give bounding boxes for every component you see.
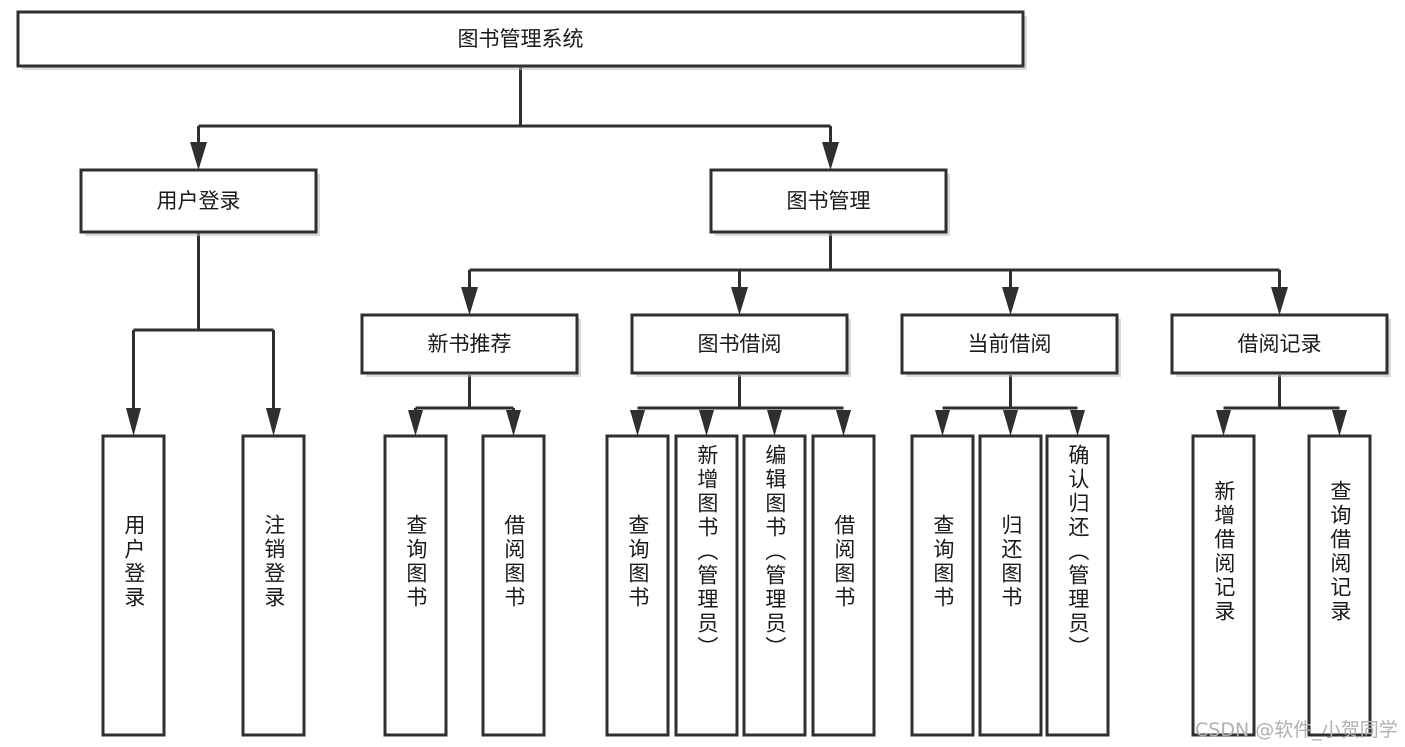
book-management-box [709,168,948,234]
arrow-bookborrow-leaf4 [836,410,851,436]
node-leaf-borrow-record-1[interactable] [1191,434,1256,737]
leaf-box [383,434,448,737]
root-label: 图书管理系统 [458,27,584,51]
arrow-root-to-user [190,142,207,170]
book-management-label: 图书管理 [787,189,871,213]
new-book-label: 新书推荐 [428,332,512,356]
node-user-login[interactable]: 用户登录 [79,168,320,236]
root-box [16,10,1025,68]
node-leaf-current-borrow-1[interactable] [910,434,975,737]
arrow-lv3-borrowrecord [1271,287,1288,315]
node-leaf-book-borrow-3[interactable] [742,434,807,737]
leaf-box [910,434,975,737]
new-book-box [360,313,579,375]
node-leaf-borrow-record-2[interactable] [1307,434,1372,737]
arrow-lv3-bookborrow [731,287,748,315]
node-leaf-book-borrow-1[interactable] [605,434,670,737]
leaf-box [978,434,1043,737]
leaf-box [811,434,876,737]
node-current-borrow[interactable]: 当前借阅 [900,313,1121,377]
borrow-record-box [1170,313,1389,375]
arrow-currentborrow-leaf3 [1070,410,1085,436]
leaf-box [1191,434,1256,737]
node-borrow-record[interactable]: 借阅记录 [1170,313,1391,377]
leaf-box [674,434,739,737]
current-borrow-box [900,313,1119,375]
leaf-box [101,434,166,737]
leaf-box [742,434,807,737]
user-login-label: 用户登录 [157,189,241,213]
leaf-box [481,434,546,737]
node-book-management[interactable]: 图书管理 [709,168,950,236]
node-leaf-new-book-1[interactable] [383,434,448,737]
arrow-borrowrecord-leaf1 [1216,410,1231,436]
node-book-borrow[interactable]: 图书借阅 [630,313,851,377]
node-leaf-user-login-2[interactable] [241,434,306,737]
current-borrow-label: 当前借阅 [968,332,1052,356]
arrow-bookborrow-leaf1 [630,410,645,436]
arrow-currentborrow-leaf1 [935,410,950,436]
arrow-bookborrow-leaf2 [699,410,714,436]
node-leaf-current-borrow-3[interactable] [1045,434,1110,737]
node-leaf-new-book-2[interactable] [481,434,546,737]
leaf-box [241,434,306,737]
arrow-root-to-bookmgmt [822,142,839,170]
leaf-box [1045,434,1110,737]
node-leaf-current-borrow-2[interactable] [978,434,1043,737]
arrow-borrowrecord-leaf2 [1332,410,1347,436]
borrow-record-label: 借阅记录 [1238,332,1322,356]
node-leaf-user-login-1[interactable] [101,434,166,737]
arrow-currentborrow-leaf2 [1003,410,1018,436]
book-borrow-label: 图书借阅 [698,332,782,356]
leaf-box [605,434,670,737]
arrow-userlogin-leaf1 [126,408,141,436]
arrow-newbook-leaf1 [408,410,423,436]
node-leaf-book-borrow-2[interactable] [674,434,739,737]
node-leaf-book-borrow-4[interactable] [811,434,876,737]
book-borrow-box [630,313,849,375]
node-root[interactable]: 图书管理系统 [16,10,1027,70]
user-login-box [79,168,318,234]
arrow-userlogin-leaf2 [266,408,281,436]
arrow-lv3-currentborrow [1002,287,1019,315]
arrow-bookborrow-leaf3 [767,410,782,436]
arrow-newbook-leaf2 [506,410,521,436]
arrow-lv3-newbook [461,287,478,315]
node-new-book-recommendation[interactable]: 新书推荐 [360,313,581,377]
connector-group [126,66,1347,436]
leaf-box [1307,434,1372,737]
